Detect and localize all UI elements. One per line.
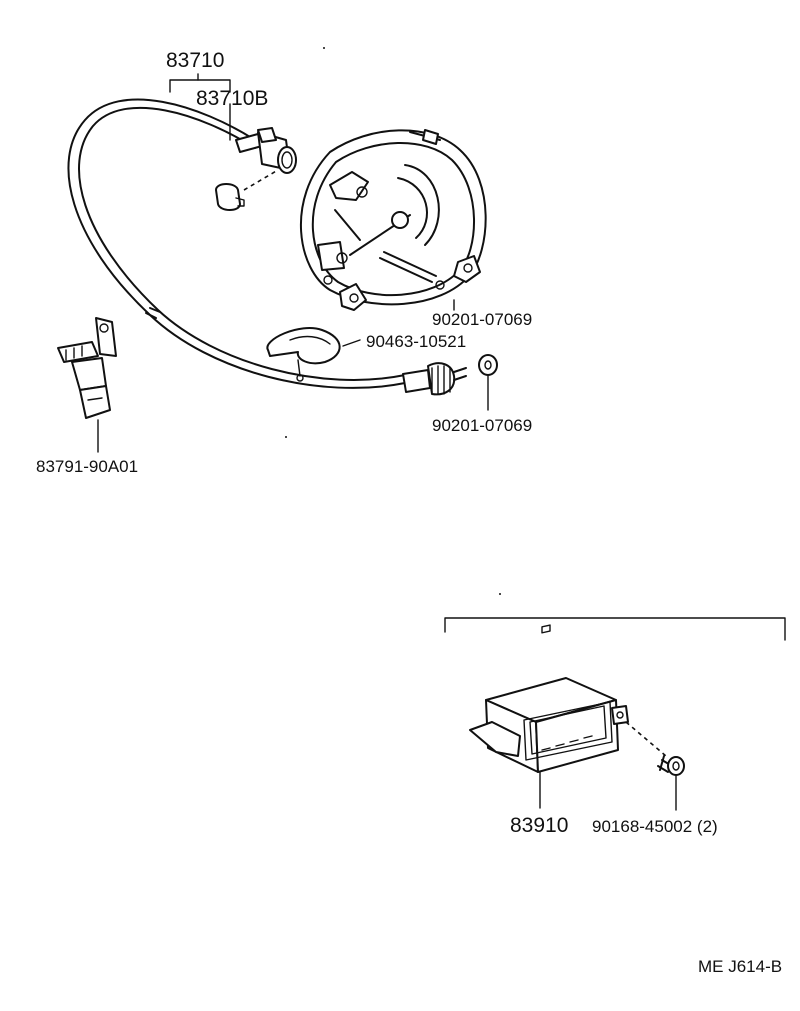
label-83710b: 83710B <box>196 87 269 110</box>
cable-fitting-lower <box>402 362 467 396</box>
relay-unit-drawing <box>469 624 667 809</box>
label-83710: 83710 <box>166 49 225 72</box>
screw-drawing <box>657 755 685 811</box>
cable-connector-upper <box>235 127 297 174</box>
relay-bracket-line <box>444 617 786 641</box>
cable-clamp-bracket <box>57 317 117 453</box>
washer-drawing <box>478 354 498 411</box>
diagram-reference-code: ME J614-B <box>698 957 783 976</box>
label-relay-unit: 83910 <box>510 814 569 837</box>
label-screw: 90168-45002 (2) <box>592 817 718 836</box>
label-nut-top: 90201-07069 <box>432 310 533 329</box>
cable-grommet <box>215 169 279 211</box>
clamp-drawing <box>266 327 361 382</box>
label-cable-clamp: 83791-90A01 <box>36 457 139 476</box>
speedometer-cable <box>67 98 406 389</box>
speedometer-meter <box>300 129 487 311</box>
label-nut-bottom: 90201-07069 <box>432 416 533 435</box>
label-clamp: 90463-10521 <box>366 332 467 351</box>
